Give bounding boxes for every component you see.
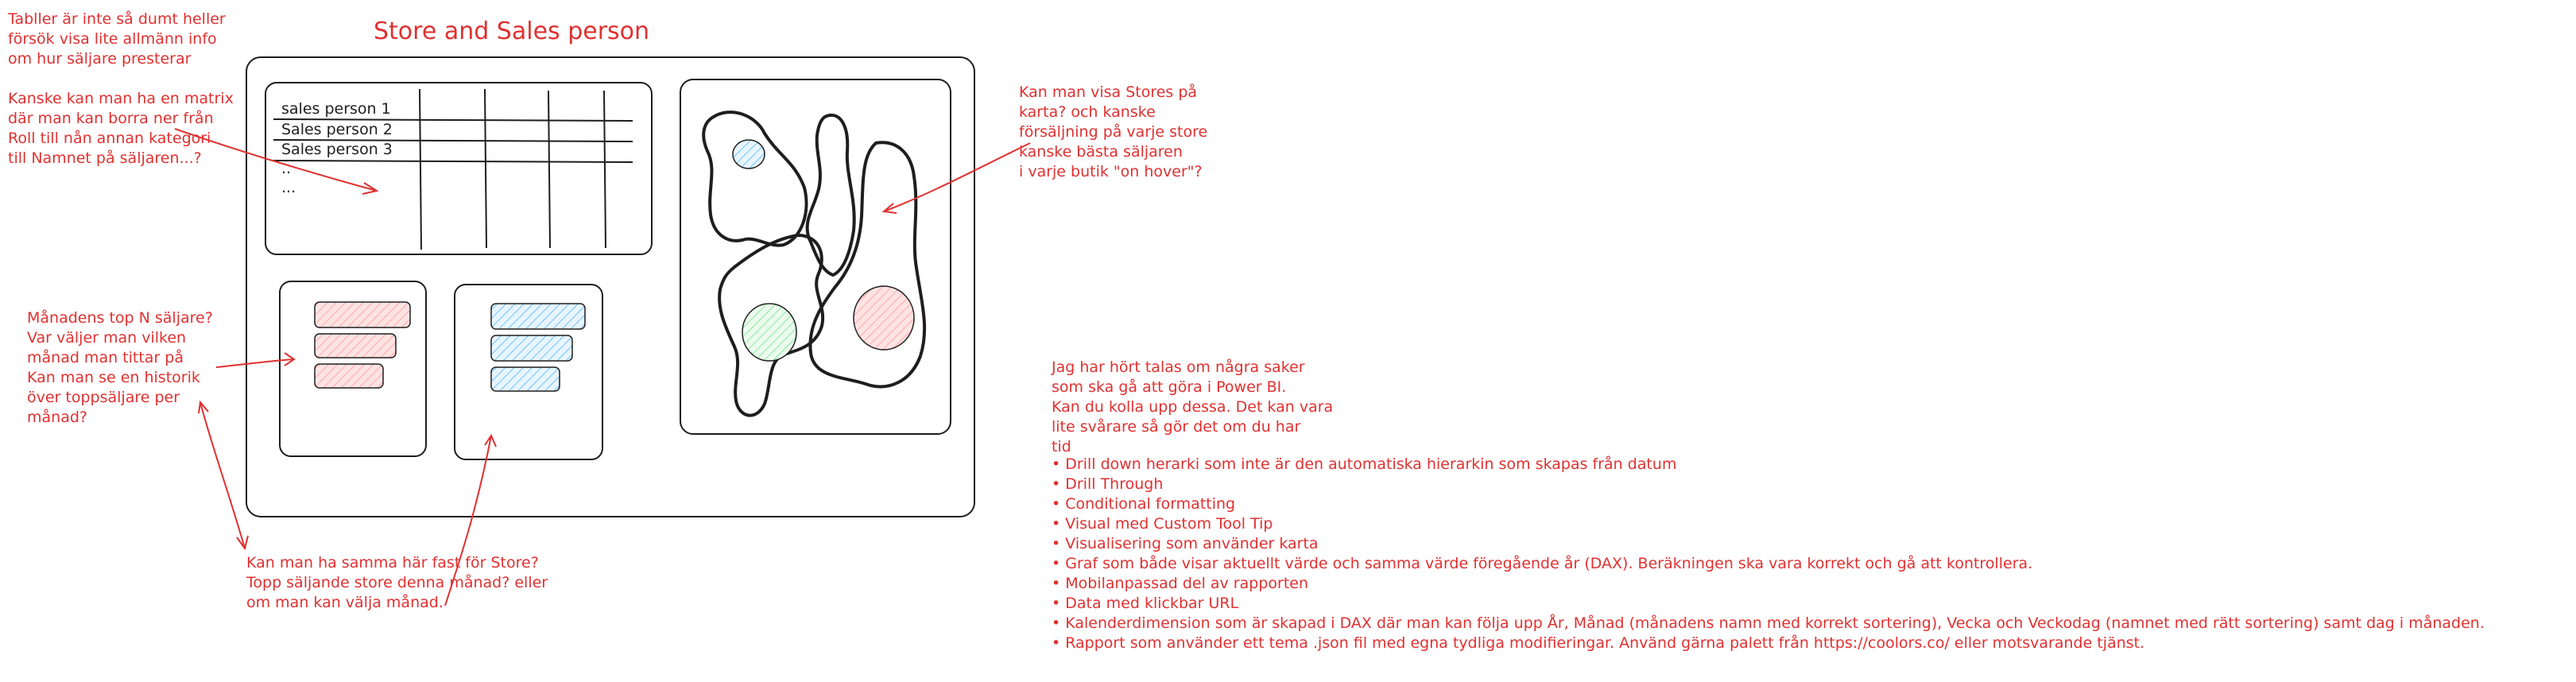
table-row: ...: [281, 179, 296, 196]
report-frame: [246, 56, 975, 517]
list-item: Drill down herarki som inte är den autom…: [1052, 455, 2485, 475]
note-top-n: Månadens top N säljare? Var väljer man v…: [27, 309, 213, 426]
table-row: Sales person 2: [281, 121, 393, 138]
list-item: Visualisering som använder karta: [1052, 534, 2485, 554]
note-store-top: Kan man ha samma här fast för Store? Top…: [246, 554, 548, 611]
page-title: Store and Sales person: [374, 17, 650, 45]
top-store-bar: [490, 335, 573, 362]
note-stores-map: Kan man visa Stores på karta? och kanske…: [1019, 83, 1208, 180]
table-row: Sales person 3: [281, 141, 393, 158]
list-item: Visual med Custom Tool Tip: [1052, 514, 2485, 534]
map-region: [718, 233, 825, 417]
map-bubble: [853, 285, 915, 351]
table-row: sales person 1: [281, 100, 391, 118]
top-store-bar: [490, 303, 586, 330]
note-matrix: Kanske kan man ha en matrix där man kan …: [8, 90, 234, 167]
top-sales-panel: [279, 281, 427, 457]
top-sales-bar: [314, 363, 384, 389]
list-item: Graf som både visar aktuellt värde och s…: [1052, 554, 2485, 574]
note-powerbi-intro: Jag har hört talas om några saker som sk…: [1052, 358, 1334, 455]
sales-table-panel: [265, 82, 653, 255]
top-store-bar: [490, 366, 560, 392]
map-region: [808, 141, 927, 389]
list-item: Drill Through: [1052, 475, 2485, 494]
table-row: ..: [281, 160, 292, 177]
list-item: Rapport som använder ett tema .json fil …: [1052, 634, 2485, 653]
list-item: Kalenderdimension som är skapad i DAX dä…: [1052, 614, 2485, 634]
list-item: Mobilanpassad del av rapporten: [1052, 574, 2485, 594]
stores-map-panel: [680, 79, 951, 435]
annotation-arrows: [174, 128, 1031, 606]
list-item: Data med klickbar URL: [1052, 594, 2485, 614]
map-bubble: [742, 303, 797, 362]
top-sales-bar: [314, 301, 411, 328]
list-item: Conditional formatting: [1052, 494, 2485, 514]
top-stores-panel: [454, 284, 603, 460]
top-sales-bar: [314, 333, 397, 358]
map-bubble: [732, 139, 765, 169]
map-region: [702, 110, 808, 247]
powerbi-feature-list: Drill down herarki som inte är den autom…: [1052, 455, 2485, 653]
note-tables: Tabller är inte så dumt heller försök vi…: [8, 10, 226, 68]
map-region: [805, 113, 856, 277]
